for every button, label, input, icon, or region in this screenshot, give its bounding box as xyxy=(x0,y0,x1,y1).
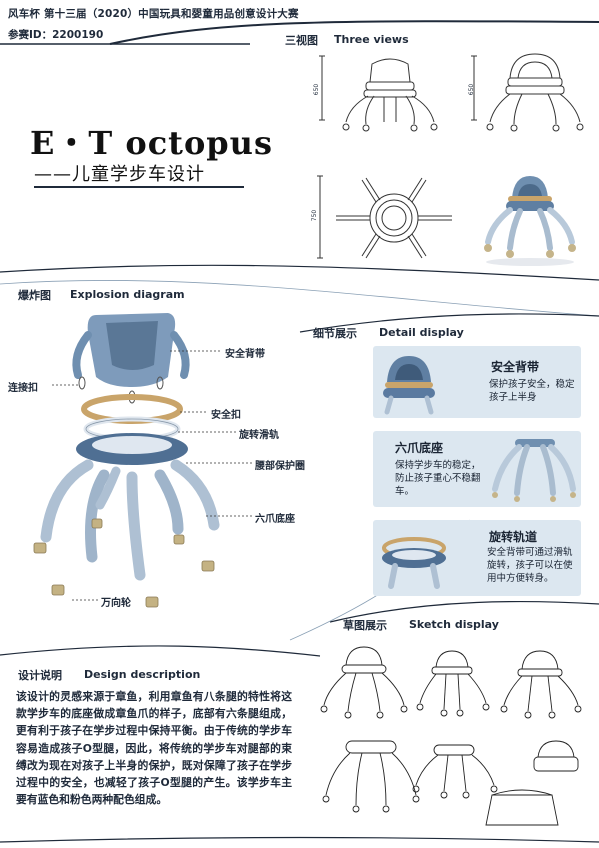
product-subtitle: ——儿童学步车设计 xyxy=(34,164,205,185)
sketch-drawings xyxy=(320,646,582,826)
detail-card-3-text: 安全背带可通过滑轨旋转，孩子可以在使用中方便转身。 xyxy=(487,547,573,584)
label-wheel: 万向轮 xyxy=(101,598,131,609)
detail-card-backrest: 安全背带 保护孩子安全，稳定孩子上半身 xyxy=(373,346,581,418)
detail-backrest-image xyxy=(383,356,435,415)
label-waist: 腰部保护圈 xyxy=(255,461,305,472)
product-render xyxy=(484,176,576,266)
detail-card-1-text: 保护孩子安全，稳定孩子上半身 xyxy=(489,379,575,403)
detail-base-image xyxy=(492,439,576,502)
side-view-drawing xyxy=(471,53,584,132)
design-heading-cn: 设计说明 xyxy=(18,669,62,682)
front-view-drawing xyxy=(319,55,438,132)
competition-header: 风车杯 第十三届（2020）中国玩具和婴童用品创意设计大赛 xyxy=(8,8,299,20)
detail-card-rail: 旋转轨道 安全背带可通过滑轨旋转，孩子可以在使用中方便转身。 xyxy=(373,520,581,596)
explosion-heading-en: Explosion diagram xyxy=(70,288,185,301)
explosion-heading-cn: 爆炸图 xyxy=(18,289,51,302)
product-title: E・T octopus xyxy=(30,124,273,162)
top-view-drawing xyxy=(317,175,452,259)
detail-card-3-title: 旋转轨道 xyxy=(489,530,538,544)
detail-card-2-title: 六爪底座 xyxy=(395,441,444,455)
design-description-text: 该设计的灵感来源于章鱼，利用章鱼有八条腿的特性将这款学步车的底座做成章鱼爪的样子… xyxy=(16,690,292,807)
label-backrest: 安全背带 xyxy=(225,349,265,360)
design-heading-en: Design description xyxy=(84,668,201,681)
three-views-heading-cn: 三视图 xyxy=(285,34,318,47)
label-base: 六爪底座 xyxy=(255,514,295,525)
exploded-product-render xyxy=(33,313,220,608)
entry-id: 参赛ID：2200190 xyxy=(8,29,104,41)
detail-card-base: 六爪底座 保持学步车的稳定，防止孩子重心不稳翻车。 xyxy=(373,431,581,507)
label-rail: 旋转滑轨 xyxy=(239,430,279,441)
sketch-heading-cn: 草图展示 xyxy=(343,619,387,632)
sketch-heading-en: Sketch display xyxy=(409,618,499,631)
detail-heading-en: Detail display xyxy=(379,326,464,339)
detail-heading-cn: 细节展示 xyxy=(313,327,357,340)
three-views-heading-en: Three views xyxy=(334,33,409,46)
label-connector: 连接扣 xyxy=(8,383,38,394)
detail-rail-image xyxy=(382,537,446,589)
detail-card-1-title: 安全背带 xyxy=(491,360,540,374)
detail-card-2-text: 保持学步车的稳定，防止孩子重心不稳翻车。 xyxy=(395,460,481,497)
label-buckle: 安全扣 xyxy=(211,410,241,421)
subtitle-underline xyxy=(34,186,244,188)
